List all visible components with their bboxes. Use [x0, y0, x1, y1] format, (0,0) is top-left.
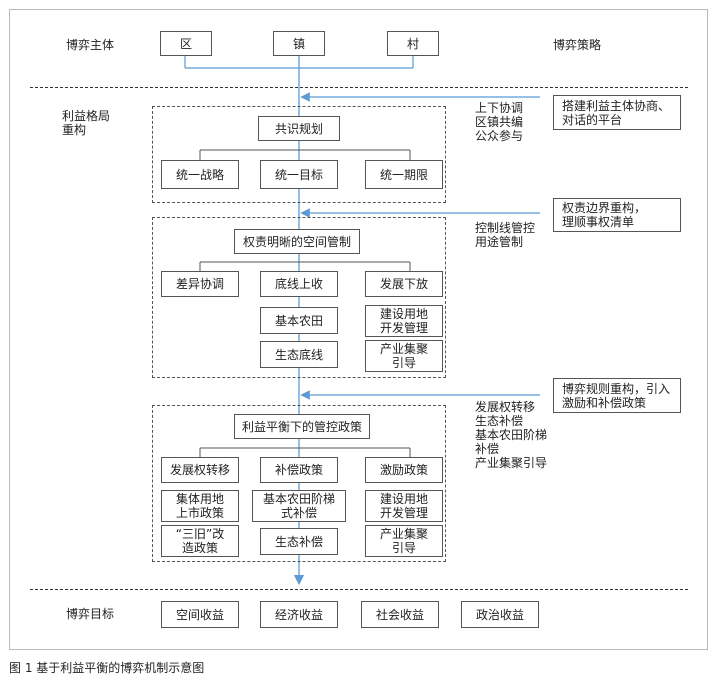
stage1-title-box: 共识规划: [258, 116, 340, 141]
stage3-col3-item-3: 产业集聚 引导: [365, 525, 443, 557]
stage2-dashed-group: [152, 217, 446, 378]
stage3-col3-item-2: 建设用地 开发管理: [365, 490, 443, 522]
stage3-col3-item-1: 激励政策: [365, 457, 443, 483]
stage2-col1-item-1: 差异协调: [161, 271, 239, 297]
stage1-item-1: 统一战略: [161, 160, 239, 189]
goal-economic-box: 经济收益: [260, 601, 338, 628]
stage3-title-box: 利益平衡下的管控政策: [234, 414, 370, 439]
stage2-col3-item-2: 建设用地 开发管理: [365, 305, 443, 337]
stage2-callout-box: 权责边界重构， 理顺事权清单: [553, 198, 681, 232]
subject-village-box: 村: [387, 31, 439, 56]
figure-caption: 图 1 基于利益平衡的博弈机制示意图: [9, 661, 205, 675]
stage3-col2-item-1: 补偿政策: [260, 457, 338, 483]
stage1-item-2: 统一目标: [260, 160, 338, 189]
stage2-col2-item-1: 底线上收: [260, 271, 338, 297]
stage3-col2-item-2: 基本农田阶梯 式补偿: [252, 490, 346, 522]
divider-top: [30, 87, 688, 88]
stage3-col1-item-3: “三旧”改 造政策: [161, 525, 239, 557]
divider-bottom: [30, 589, 688, 590]
subject-district-box: 区: [160, 31, 212, 56]
stage2-col2-item-2: 基本农田: [260, 307, 338, 334]
stage3-col1-item-2: 集体用地 上市政策: [161, 490, 239, 522]
stage1-side-label: 利益格局 重构: [62, 109, 111, 137]
goal-social-box: 社会收益: [361, 601, 439, 628]
stage3-col2-item-3: 生态补偿: [260, 528, 338, 555]
stage1-item-3: 统一期限: [365, 160, 443, 189]
goal-political-box: 政治收益: [461, 601, 539, 628]
stage1-callout-box: 搭建利益主体协商、 对话的平台: [553, 95, 681, 130]
stage2-title-box: 权责明晰的空间管制: [234, 229, 360, 254]
stage2-col3-item-1: 发展下放: [365, 271, 443, 297]
stage1-strategy-text: 上下协调 区镇共编 公众参与: [475, 101, 524, 143]
stage3-strategy-text: 发展权转移 生态补偿 基本农田阶梯 补偿 产业集聚引导: [475, 400, 548, 470]
stage3-col1-item-1: 发展权转移: [161, 457, 239, 483]
stage2-col2-item-3: 生态底线: [260, 341, 338, 368]
goal-label: 博弈目标: [66, 607, 115, 621]
strategy-label: 博弈策略: [553, 38, 602, 52]
subject-label: 博弈主体: [66, 38, 115, 52]
stage2-col3-item-3: 产业集聚 引导: [365, 340, 443, 372]
stage1-dashed-group: [152, 106, 446, 203]
stage2-strategy-text: 控制线管控 用途管制: [475, 221, 536, 249]
subject-town-box: 镇: [273, 31, 325, 56]
stage3-callout-box: 博弈规则重构，引入 激励和补偿政策: [553, 378, 681, 413]
goal-space-box: 空间收益: [161, 601, 239, 628]
stage3-dashed-group: [152, 405, 446, 562]
figure-frame: [9, 9, 708, 650]
